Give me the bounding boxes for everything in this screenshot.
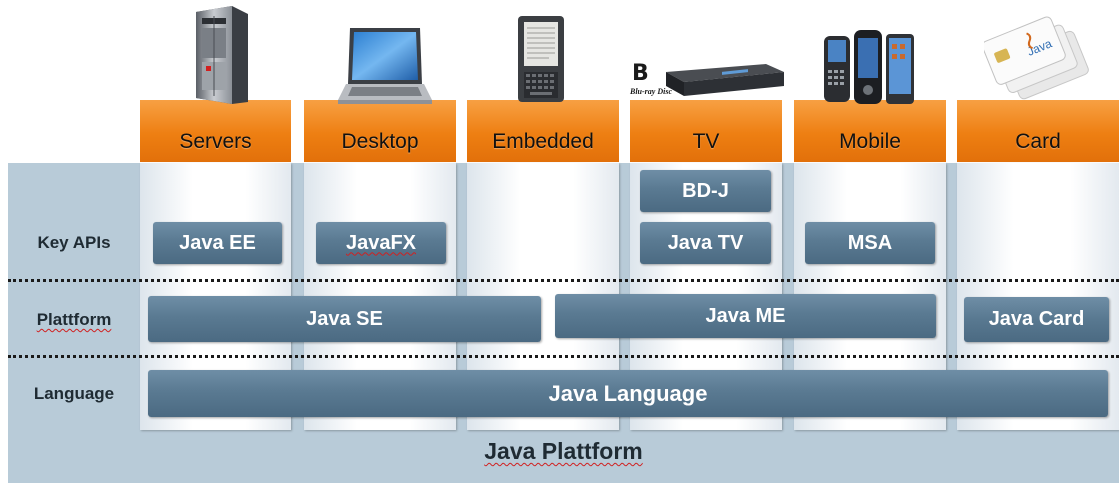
diagram-title: Java Plattform [8, 438, 1119, 465]
row-label-language: Language [33, 384, 115, 403]
diagram-title-text: Java Plattform [484, 438, 643, 464]
bluray-player-icon: B Blu-ray Disc [629, 61, 784, 96]
row-label-platform: Plattform [10, 310, 138, 330]
separator-platform-language [8, 355, 1119, 358]
smart-card-icon: Java [984, 16, 1089, 100]
svg-text:Blu-ray Disc: Blu-ray Disc [629, 87, 672, 96]
ereader-icon [518, 16, 564, 102]
api-box-javafx-text: JavaFX [345, 231, 417, 254]
column-header-embedded: Embedded [467, 100, 619, 162]
server-rack-icon [196, 6, 248, 104]
api-box-java-tv: Java TV [640, 222, 771, 264]
column-header-card: Card [957, 100, 1119, 162]
column-header-mobile: Mobile [794, 100, 946, 162]
api-box-java-ee: Java EE [153, 222, 282, 264]
api-box-javafx: JavaFX [316, 222, 446, 264]
language-bar-java-language: Java Language [148, 370, 1108, 417]
api-box-msa: MSA [805, 222, 935, 264]
column-header-tv: TV [630, 100, 782, 162]
svg-text:B: B [632, 61, 649, 86]
separator-apis-platform [8, 279, 1119, 282]
platform-bar-java-se: Java SE [148, 296, 541, 342]
row-label-key-apis: Key APIs [37, 233, 111, 252]
column-header-servers: Servers [140, 100, 291, 162]
api-box-bd-j: BD-J [640, 170, 771, 212]
mobile-phones-icon [824, 30, 914, 104]
platform-bar-java-card: Java Card [964, 297, 1109, 342]
column-header-desktop: Desktop [304, 100, 456, 162]
laptop-icon [338, 28, 432, 104]
row-label-platform-text: Plattform [36, 310, 112, 329]
platform-bar-java-me: Java ME [555, 294, 936, 338]
